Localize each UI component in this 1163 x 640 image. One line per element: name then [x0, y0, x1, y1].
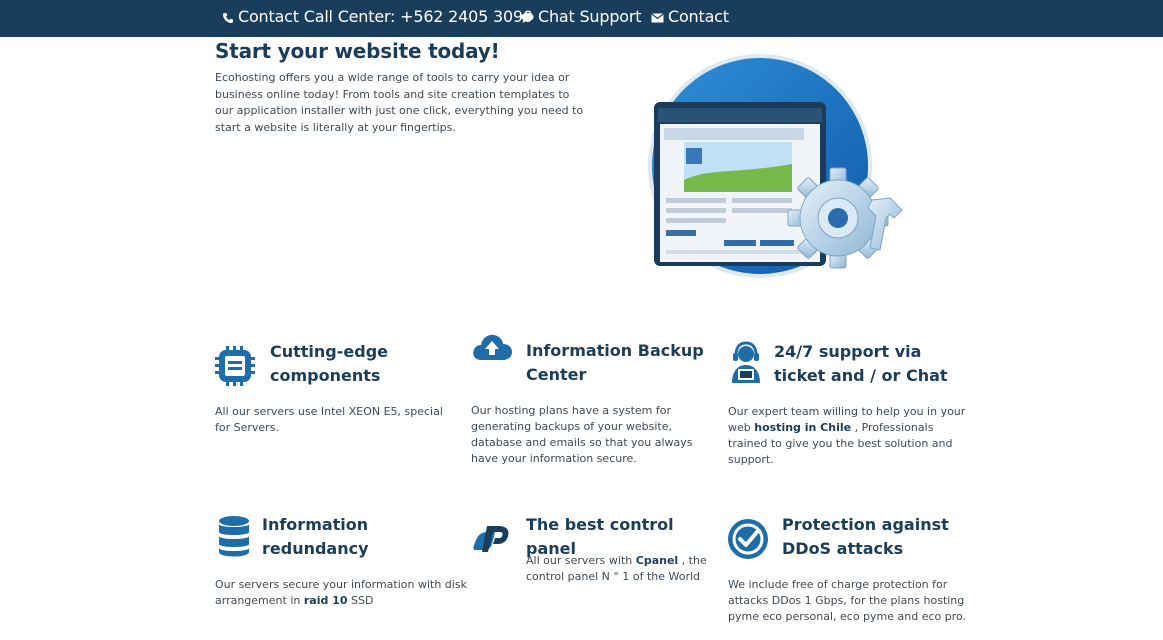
- feature-text-backup: Our hosting plans have a system for gene…: [471, 404, 693, 465]
- call-center-label: Contact Call Center: +562 2405 3090: [238, 7, 533, 26]
- top-bar: Contact Call Center: +562 2405 3090 Chat…: [0, 0, 1163, 37]
- envelope-icon: [651, 12, 664, 22]
- cpu-chip-icon: [215, 346, 255, 386]
- chat-support-label: Chat Support: [538, 7, 642, 26]
- contact-link[interactable]: Contact: [651, 7, 729, 27]
- chat-support-link[interactable]: Chat Support: [521, 7, 642, 27]
- call-center-link[interactable]: Contact Call Center: +562 2405 3090: [222, 7, 533, 27]
- feature-title-control-panel: The best control panel: [526, 515, 674, 558]
- feature-text-ddos: We include free of charge protection for…: [728, 578, 967, 623]
- feature-text-redundancy: Our servers secure your information with…: [215, 578, 467, 607]
- database-icon: [219, 516, 249, 557]
- contact-label: Contact: [668, 7, 729, 26]
- feature-text-support: Our expert team willing to help you in y…: [728, 405, 966, 466]
- feature-title-redundancy: Information redundancy: [262, 515, 369, 558]
- cpanel-logo-icon: [473, 526, 509, 552]
- feature-title-backup: Information Backup Center: [526, 341, 704, 384]
- support-agent-icon: [732, 341, 760, 383]
- hero-title: Start your website today!: [215, 39, 500, 63]
- feature-text-control-panel: All our servers with Cpanel , the contro…: [526, 554, 707, 583]
- hero-description: Ecohosting offers you a wide range of to…: [215, 71, 584, 134]
- feature-title-support: 24/7 support via ticket and / or Chat: [774, 342, 948, 385]
- cloud-upload-icon: [473, 334, 512, 360]
- feature-text-cutting-edge: All our servers use Intel XEON E5, speci…: [215, 405, 443, 434]
- feature-title-cutting-edge: Cutting-edge components: [270, 342, 389, 385]
- check-shield-icon: [728, 519, 768, 559]
- phone-icon: [223, 12, 233, 23]
- feature-title-ddos: Protection against DDoS attacks: [782, 515, 949, 558]
- chat-bubble-icon: [521, 12, 534, 23]
- website-builder-illustration: [648, 54, 903, 278]
